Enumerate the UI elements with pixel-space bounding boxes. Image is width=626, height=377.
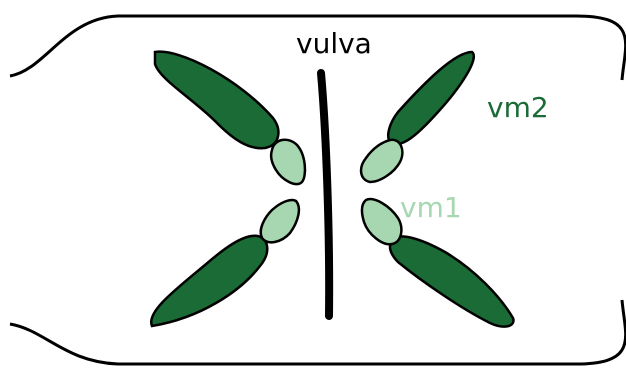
vm2-muscles	[149, 50, 515, 328]
vm1-label: vm1	[400, 191, 462, 224]
vm1-muscle-upper-right	[359, 138, 404, 184]
vm1-muscle-lower-left	[259, 198, 301, 244]
vm2-muscle-lower-left	[149, 234, 269, 328]
vm1-muscle-lower-right	[360, 197, 403, 246]
vm1-muscles	[259, 138, 404, 246]
vm2-label: vm2	[487, 91, 549, 124]
body-outline-bottom	[9, 299, 626, 366]
vm1-muscle-upper-left	[269, 138, 307, 186]
vulva-line	[317, 69, 334, 320]
vulva-label: vulva	[296, 27, 372, 60]
vm2-muscle-lower-right	[388, 235, 515, 328]
vm2-muscle-upper-right	[386, 50, 475, 146]
vm2-muscle-upper-left	[153, 50, 280, 150]
